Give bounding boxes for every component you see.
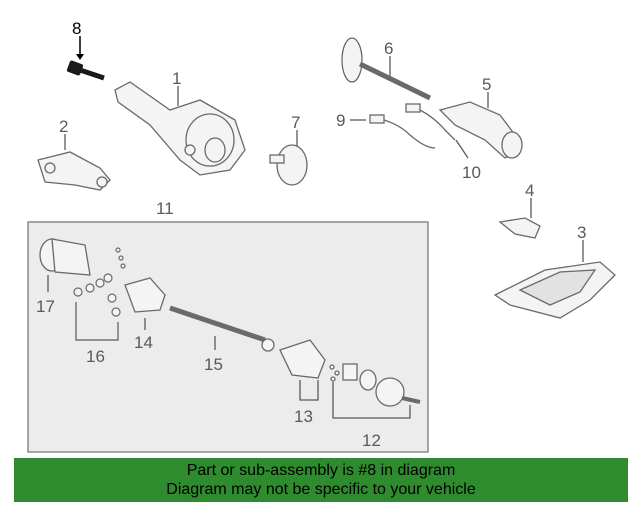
assembly-inset-box [27,221,429,453]
callout-7: 7 [291,113,300,132]
part-2-bracket[interactable] [37,134,111,191]
part-13-boot[interactable] [279,339,326,401]
callout-11: 11 [156,199,174,218]
part-8-bolt[interactable] [66,36,105,81]
callout-4: 4 [525,181,534,200]
callout-15: 15 [204,355,223,374]
part-4-small-bracket[interactable] [498,198,541,239]
part-15-shaft[interactable] [169,305,275,352]
part-1-differential[interactable] [114,81,246,176]
part-12-outer-joint[interactable] [329,363,421,419]
callout-5: 5 [482,75,491,94]
callout-2: 2 [59,117,68,136]
callout-1: 1 [172,69,181,88]
callout-8: 8 [72,19,81,38]
info-banner: Part or sub-assembly is #8 in diagram Di… [14,458,628,502]
part-14-boot[interactable] [124,277,166,330]
part-10-sensor[interactable] [405,103,469,159]
callout-9: 9 [336,111,345,130]
banner-line-2: Diagram may not be specific to your vehi… [166,481,476,498]
part-17-housing[interactable] [39,238,91,292]
callout-3: 3 [577,223,586,242]
part-5-axle-housing[interactable] [438,92,523,159]
part-6-axle-shaft[interactable] [341,37,432,101]
part-16-bearing-set[interactable] [73,247,126,341]
callout-6: 6 [384,39,393,58]
callout-13: 13 [294,407,313,426]
callout-10: 10 [462,163,481,182]
part-7-flange[interactable] [269,130,308,186]
parts-diagram: 8 1 2 3 4 5 6 7 9 10 11 12 13 14 15 16 1… [27,19,616,453]
part-9-sensor[interactable] [350,114,436,149]
callout-16: 16 [86,347,105,366]
callout-14: 14 [134,333,153,352]
banner-line-1: Part or sub-assembly is #8 in diagram [186,462,456,479]
part-3-skid-plate[interactable] [493,240,616,319]
callout-12: 12 [362,431,381,450]
callout-17: 17 [36,297,55,316]
